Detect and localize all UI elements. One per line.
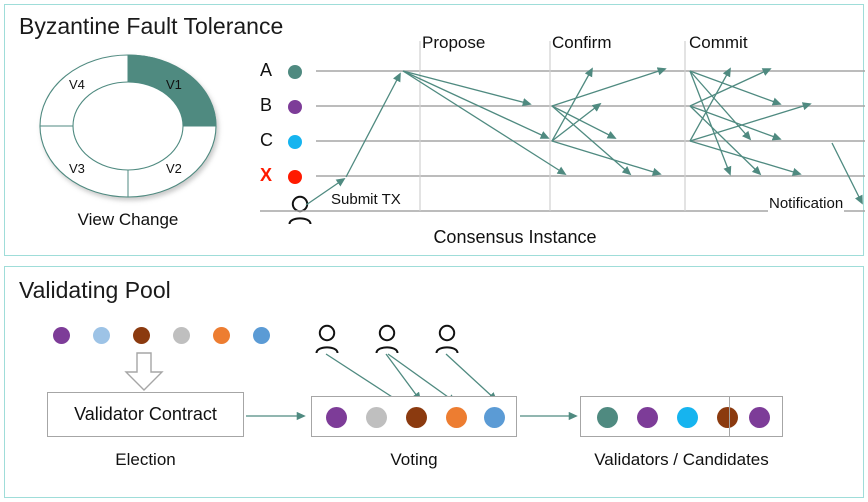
submit-tx-label: Submit TX [330,191,402,208]
legend-dot-b [288,100,302,114]
phase-label-confirm: Confirm [552,33,612,52]
pool-dot-2 [93,327,110,344]
voting-caption: Voting [390,450,438,469]
voting-to-validators-arrow [520,411,578,421]
pool-dot-4 [173,327,190,344]
candidate-dot-1 [749,407,770,428]
validator-contract-label: Validator Contract [74,404,217,424]
vote-dot-4 [446,407,467,428]
validators-candidates-caption: Validators / Candidates [594,450,769,469]
voter-person-icon-1 [315,324,339,354]
validators-candidates-box[interactable] [580,396,783,437]
legend-letter-x: X [260,165,273,185]
legend-letter-b: B [260,95,273,115]
validator-contract-box[interactable]: Validator Contract [47,392,244,437]
validator-dot-1 [597,407,618,428]
vote-dot-3 [406,407,427,428]
donut-segment-label-v3: V3 [69,161,85,176]
validators-candidates-divider [729,397,730,436]
phase-label-propose: Propose [422,33,486,52]
validator-dot-2 [637,407,658,428]
legend-dot-c [288,135,302,149]
legend-letter-c: C [260,130,273,150]
validator-dot-4 [717,407,738,428]
pool-dot-5 [213,327,230,344]
legend-letter-a: A [260,60,273,80]
legend-dot-x [288,170,302,184]
vote-dot-1 [326,407,347,428]
donut-segment-label-v2: V2 [166,161,182,176]
bft-panel: Byzantine Fault Tolerance [4,4,865,256]
bft-title: Byzantine Fault Tolerance [19,13,284,39]
validating-pool-title: Validating Pool [19,277,171,303]
consensus-timeline [260,41,865,212]
voting-arrows [325,353,498,405]
voter-person-icon-3 [435,324,459,354]
election-down-arrow-icon [124,352,164,391]
view-change-donut: V1 V2 V3 V4 [33,51,223,201]
phase-label-commit: Commit [689,33,748,52]
contract-to-voting-arrow [246,411,306,421]
election-caption: Election [115,450,176,469]
notification-label: Notification [768,195,845,212]
vote-dot-2 [366,407,387,428]
validator-dot-3 [677,407,698,428]
legend-dot-a [288,65,302,79]
donut-segment-label-v4: V4 [69,77,85,92]
vote-dot-5 [484,407,505,428]
donut-segment-label-v1: V1 [166,77,182,92]
donut-svg [39,54,217,198]
voter-person-icon-2 [375,324,399,354]
pool-dot-6 [253,327,270,344]
voting-box[interactable] [311,396,517,437]
pool-dot-1 [53,327,70,344]
view-change-caption: View Change [77,210,179,229]
consensus-instance-caption: Consensus Instance [433,227,597,247]
pool-dot-3 [133,327,150,344]
